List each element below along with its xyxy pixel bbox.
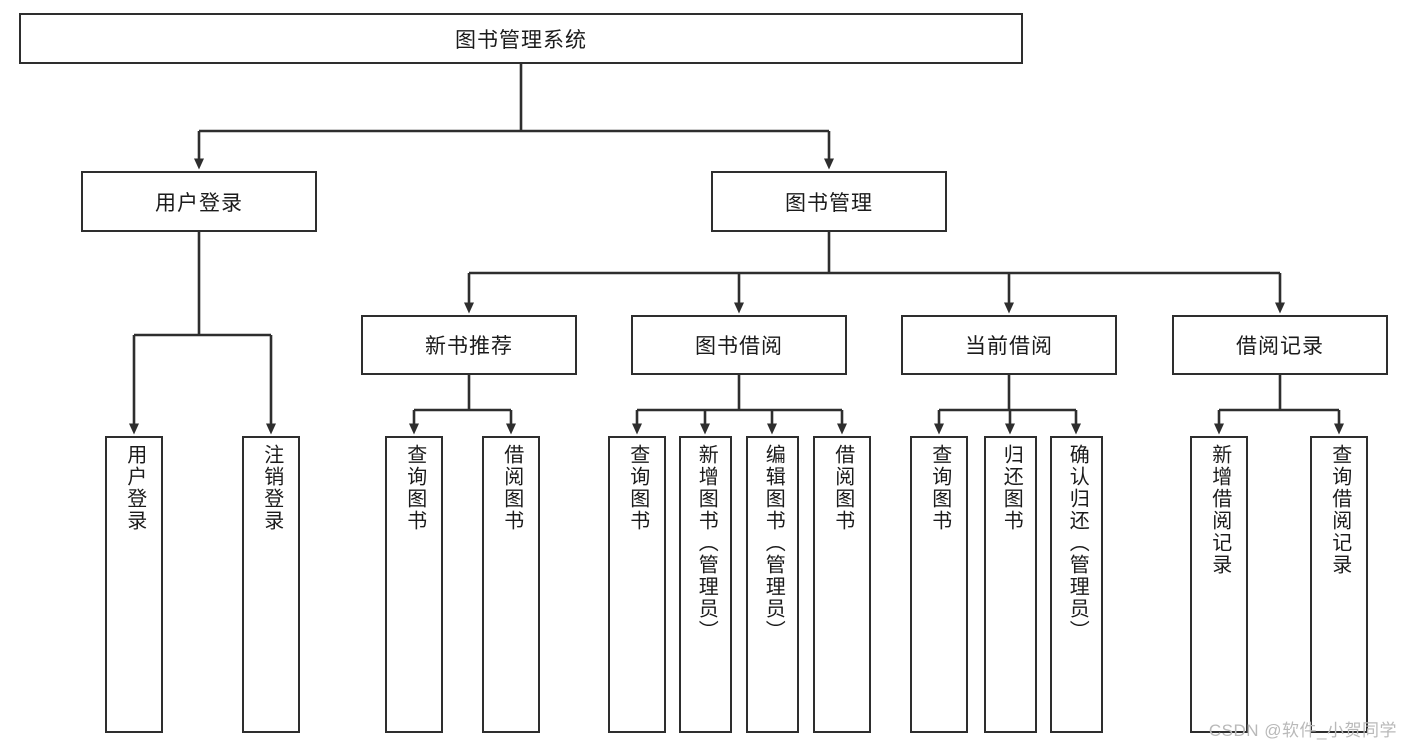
node-label: 当前借阅: [965, 335, 1053, 358]
node-label: 确认归还（管理员）: [1066, 444, 1089, 642]
node-new-book-rec[interactable]: 新书推荐: [361, 315, 577, 375]
node-label: 查询图书: [403, 444, 426, 532]
node-book-manage[interactable]: 图书管理: [711, 171, 947, 232]
node-leaf-query-record[interactable]: 查询借阅记录: [1310, 436, 1368, 733]
node-leaf-borrow-book-1[interactable]: 借阅图书: [482, 436, 540, 733]
node-label: 图书管理: [785, 191, 873, 215]
node-leaf-add-book[interactable]: 新增图书（管理员）: [679, 436, 732, 733]
node-leaf-borrow-book-2[interactable]: 借阅图书: [813, 436, 871, 733]
node-borrow-record[interactable]: 借阅记录: [1172, 315, 1388, 375]
node-book-borrow[interactable]: 图书借阅: [631, 315, 847, 375]
node-label: 查询图书: [626, 444, 649, 532]
node-leaf-query-book-2[interactable]: 查询图书: [608, 436, 666, 733]
csdn-watermark: CSDN @软件_小贺同学: [1208, 721, 1397, 740]
node-leaf-return-book[interactable]: 归还图书: [984, 436, 1037, 733]
node-label: 查询借阅记录: [1328, 444, 1351, 576]
node-label: 新增图书（管理员）: [695, 444, 718, 642]
node-label: 新书推荐: [425, 335, 513, 358]
node-label: 借阅记录: [1236, 335, 1324, 358]
node-label: 图书管理系统: [455, 28, 587, 52]
node-label: 用户登录: [155, 191, 243, 215]
node-leaf-confirm-return[interactable]: 确认归还（管理员）: [1050, 436, 1103, 733]
node-label: 图书借阅: [695, 335, 783, 358]
node-leaf-query-book-3[interactable]: 查询图书: [910, 436, 968, 733]
node-leaf-add-record[interactable]: 新增借阅记录: [1190, 436, 1248, 733]
node-label: 借阅图书: [500, 444, 523, 532]
node-root-图书管理系统[interactable]: 图书管理系统: [19, 13, 1023, 64]
node-current-borrow[interactable]: 当前借阅: [901, 315, 1117, 375]
node-label: 借阅图书: [831, 444, 854, 532]
node-leaf-user-login[interactable]: 用户登录: [105, 436, 163, 733]
node-leaf-query-book-1[interactable]: 查询图书: [385, 436, 443, 733]
node-label: 注销登录: [260, 444, 283, 532]
node-label: 查询图书: [928, 444, 951, 532]
node-label: 用户登录: [123, 444, 146, 532]
node-label: 编辑图书（管理员）: [762, 444, 785, 642]
node-user-login[interactable]: 用户登录: [81, 171, 317, 232]
node-label: 新增借阅记录: [1208, 444, 1231, 576]
node-leaf-logout[interactable]: 注销登录: [242, 436, 300, 733]
node-label: 归还图书: [1000, 444, 1023, 532]
node-leaf-edit-book[interactable]: 编辑图书（管理员）: [746, 436, 799, 733]
